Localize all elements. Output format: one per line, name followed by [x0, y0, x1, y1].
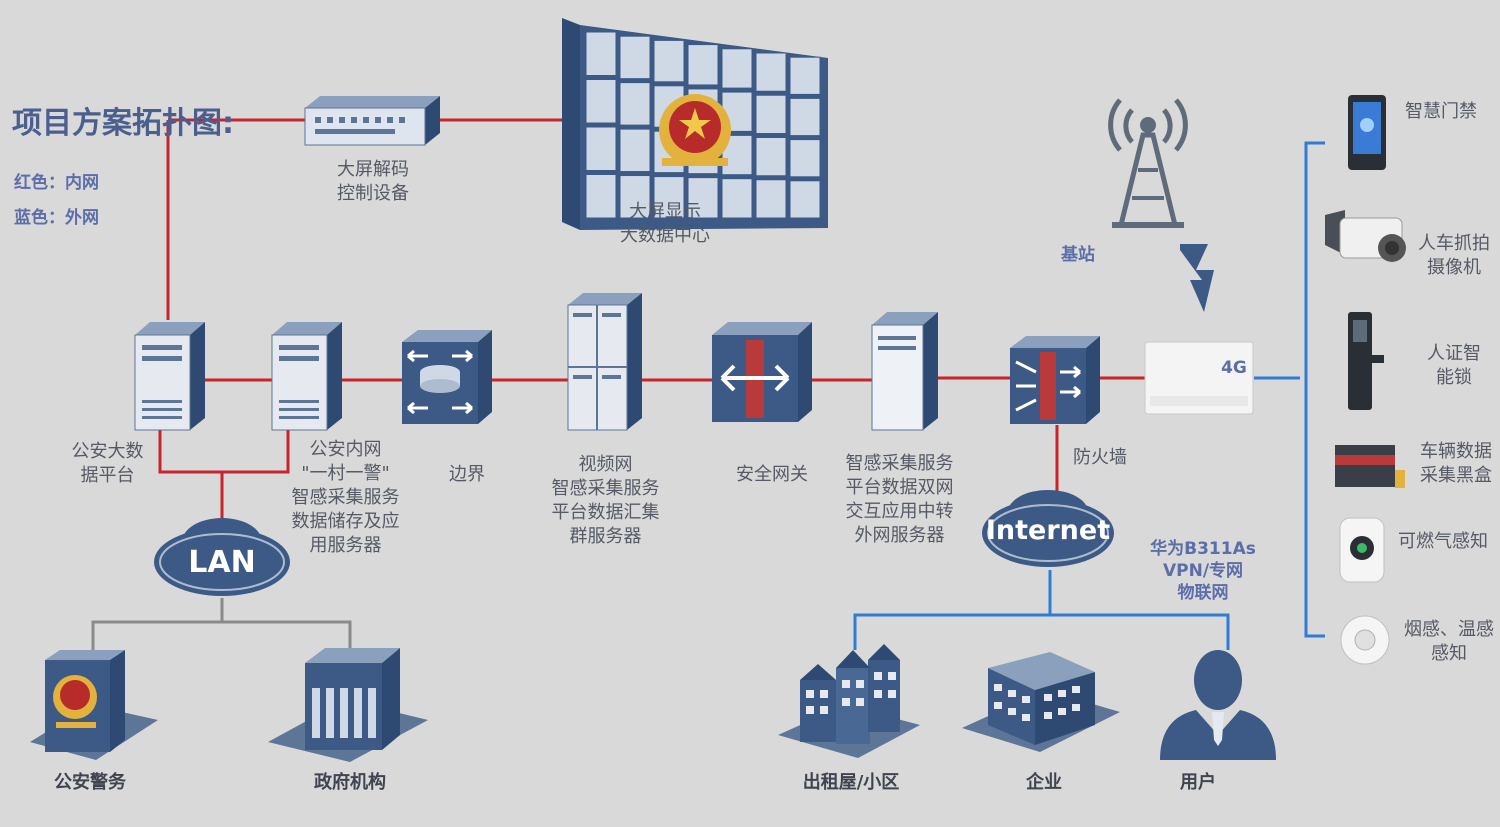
- wall-panel: [619, 82, 651, 126]
- wall-panel: [755, 52, 787, 92]
- government-building-icon: [268, 648, 428, 762]
- dual-net-label: 智感采集服务 平台数据双网 交互应用中转 外网服务器: [845, 453, 954, 546]
- base-station-tower-icon: [1108, 98, 1188, 228]
- device-door-label: 智慧门禁: [1405, 101, 1477, 122]
- wall-panel: [687, 177, 719, 219]
- wall-panel: [619, 128, 651, 173]
- lan-tree: [91, 598, 352, 650]
- wall-panel: [585, 31, 617, 76]
- wall-panel: [789, 139, 821, 178]
- outer-net-lines: [853, 141, 1325, 650]
- legend-red: 红色：内网: [14, 173, 99, 193]
- base-station-label: 基站: [1061, 245, 1095, 265]
- lightning-icon: [1180, 244, 1214, 312]
- user-label: 用户: [1180, 772, 1216, 793]
- gas-sensor-icon: [1339, 517, 1385, 583]
- rental-label: 出租屋/小区: [802, 772, 900, 793]
- smoke-sensor-icon: [1340, 615, 1390, 665]
- border-switch: [402, 330, 492, 424]
- wall-panel: [755, 94, 787, 134]
- police-building-icon: [30, 650, 158, 760]
- legend-blue: 蓝色：外网: [14, 208, 99, 228]
- internet-cloud-icon: [982, 490, 1114, 567]
- firewall-label: 防火墙: [1073, 447, 1127, 468]
- lan-cloud-icon: [154, 518, 290, 596]
- device-gas-label: 可燃气感知: [1398, 531, 1488, 552]
- wall-panel: [653, 176, 685, 219]
- wall-panel: [585, 126, 617, 171]
- decoder-device: [304, 96, 440, 146]
- wall-panel: [789, 56, 821, 95]
- wall-panel: [619, 175, 651, 219]
- wall-panel: [721, 48, 753, 89]
- wall-panel: [687, 44, 719, 86]
- video-net-label: 视频网 智感采集服务 平台数据汇集 群服务器: [551, 454, 660, 547]
- video-wall-label: 大屏显示 大数据中心: [620, 201, 710, 246]
- intranet-server-label: 公安内网 "一村一警" 智感采集服务 数据储存及应 用服务器: [291, 439, 400, 556]
- decoder-label: 大屏解码 控制设备: [337, 159, 409, 204]
- user-silhouette-icon: [1160, 650, 1276, 760]
- government-label: 政府机构: [314, 772, 386, 793]
- dual-net-server: [871, 312, 938, 431]
- wall-panel: [653, 39, 685, 83]
- vehicle-box-icon: [1335, 445, 1405, 488]
- device-smoke-label: 烟感、温感 感知: [1404, 619, 1494, 664]
- video-net-server-cluster: [567, 293, 642, 431]
- wall-panel: [789, 97, 821, 137]
- lan-label: LAN: [188, 545, 256, 580]
- page-title: 项目方案拓扑图:: [12, 106, 234, 141]
- internet-label: Internet: [985, 515, 1111, 546]
- enterprise-building-icon: [962, 652, 1120, 752]
- device-vehicle-label: 车辆数据 采集黑盒: [1420, 441, 1492, 486]
- inner-net-lines: [158, 118, 1145, 522]
- smart-lock-icon: [1348, 312, 1384, 410]
- big-data-label: 公安大数 据平台: [71, 441, 144, 486]
- smart-door-icon: [1348, 95, 1386, 170]
- huawei-label: 华为B311As VPN/专网 物联网: [1150, 539, 1256, 603]
- video-wall: [562, 18, 828, 230]
- police-label: 公安警务: [54, 772, 126, 793]
- enterprise-label: 企业: [1026, 772, 1062, 793]
- wall-panel: [585, 79, 617, 124]
- firewall-device: [1010, 336, 1100, 424]
- wall-panel: [721, 178, 753, 219]
- wall-panel: [755, 137, 787, 177]
- rental-houses-icon: [778, 644, 920, 758]
- security-gateway: [712, 322, 812, 422]
- gateway-label: 安全网关: [736, 464, 808, 485]
- wall-panel: [585, 174, 617, 219]
- device-lock-label: 人证智 能锁: [1427, 343, 1481, 388]
- line-servers-lan: [158, 428, 290, 474]
- router-4g-label: 4G: [1221, 358, 1247, 378]
- big-data-server: [134, 322, 205, 431]
- border-label: 边界: [449, 464, 485, 485]
- wall-panel: [721, 134, 753, 176]
- wall-panel: [789, 180, 821, 219]
- police-emblem-icon: [659, 94, 731, 166]
- camera-icon: [1325, 210, 1406, 262]
- intranet-server: [271, 322, 342, 431]
- router-4g-device: [1144, 341, 1254, 415]
- wall-panel: [619, 35, 651, 80]
- device-camera-label: 人车抓拍 摄像机: [1418, 233, 1490, 278]
- wall-panel: [755, 179, 787, 219]
